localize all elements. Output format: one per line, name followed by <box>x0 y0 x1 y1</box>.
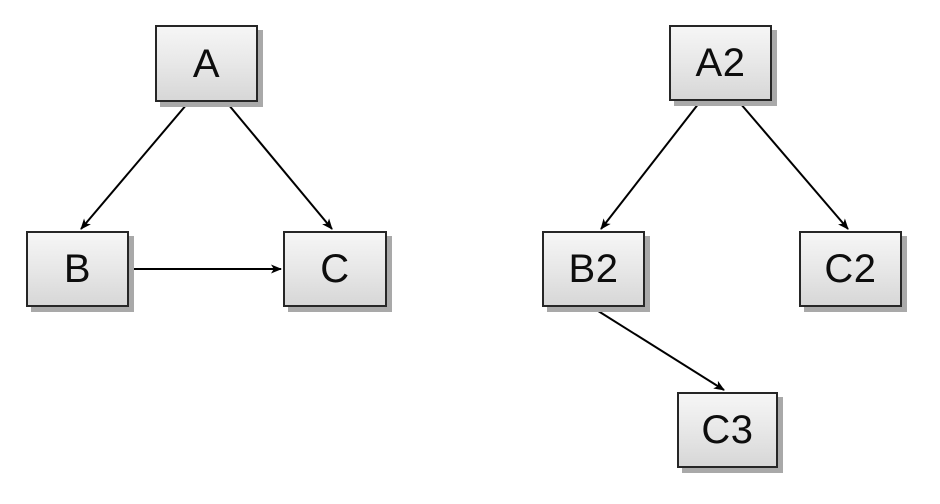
edge-A-B[interactable] <box>80 103 188 230</box>
node-label-B: B <box>63 247 92 291</box>
node-label-C: C <box>320 247 350 291</box>
node-label-C3: C3 <box>701 408 754 452</box>
edge-B2-C3[interactable] <box>594 308 725 391</box>
node-label-B2: B2 <box>568 247 619 291</box>
edge-A2-C2[interactable] <box>739 102 849 230</box>
node-A2[interactable]: A2 <box>669 25 772 101</box>
node-C[interactable]: C <box>283 231 387 307</box>
node-B[interactable]: B <box>26 231 129 307</box>
node-B2[interactable]: B2 <box>542 231 645 307</box>
edge-A2-B2[interactable] <box>600 102 700 230</box>
node-C2[interactable]: C2 <box>799 231 902 307</box>
node-C3[interactable]: C3 <box>677 392 778 468</box>
node-label-A2: A2 <box>695 41 746 85</box>
edge-A-C[interactable] <box>227 103 333 230</box>
node-label-A: A <box>192 41 221 86</box>
node-label-C2: C2 <box>824 247 877 291</box>
node-A[interactable]: A <box>155 25 258 102</box>
